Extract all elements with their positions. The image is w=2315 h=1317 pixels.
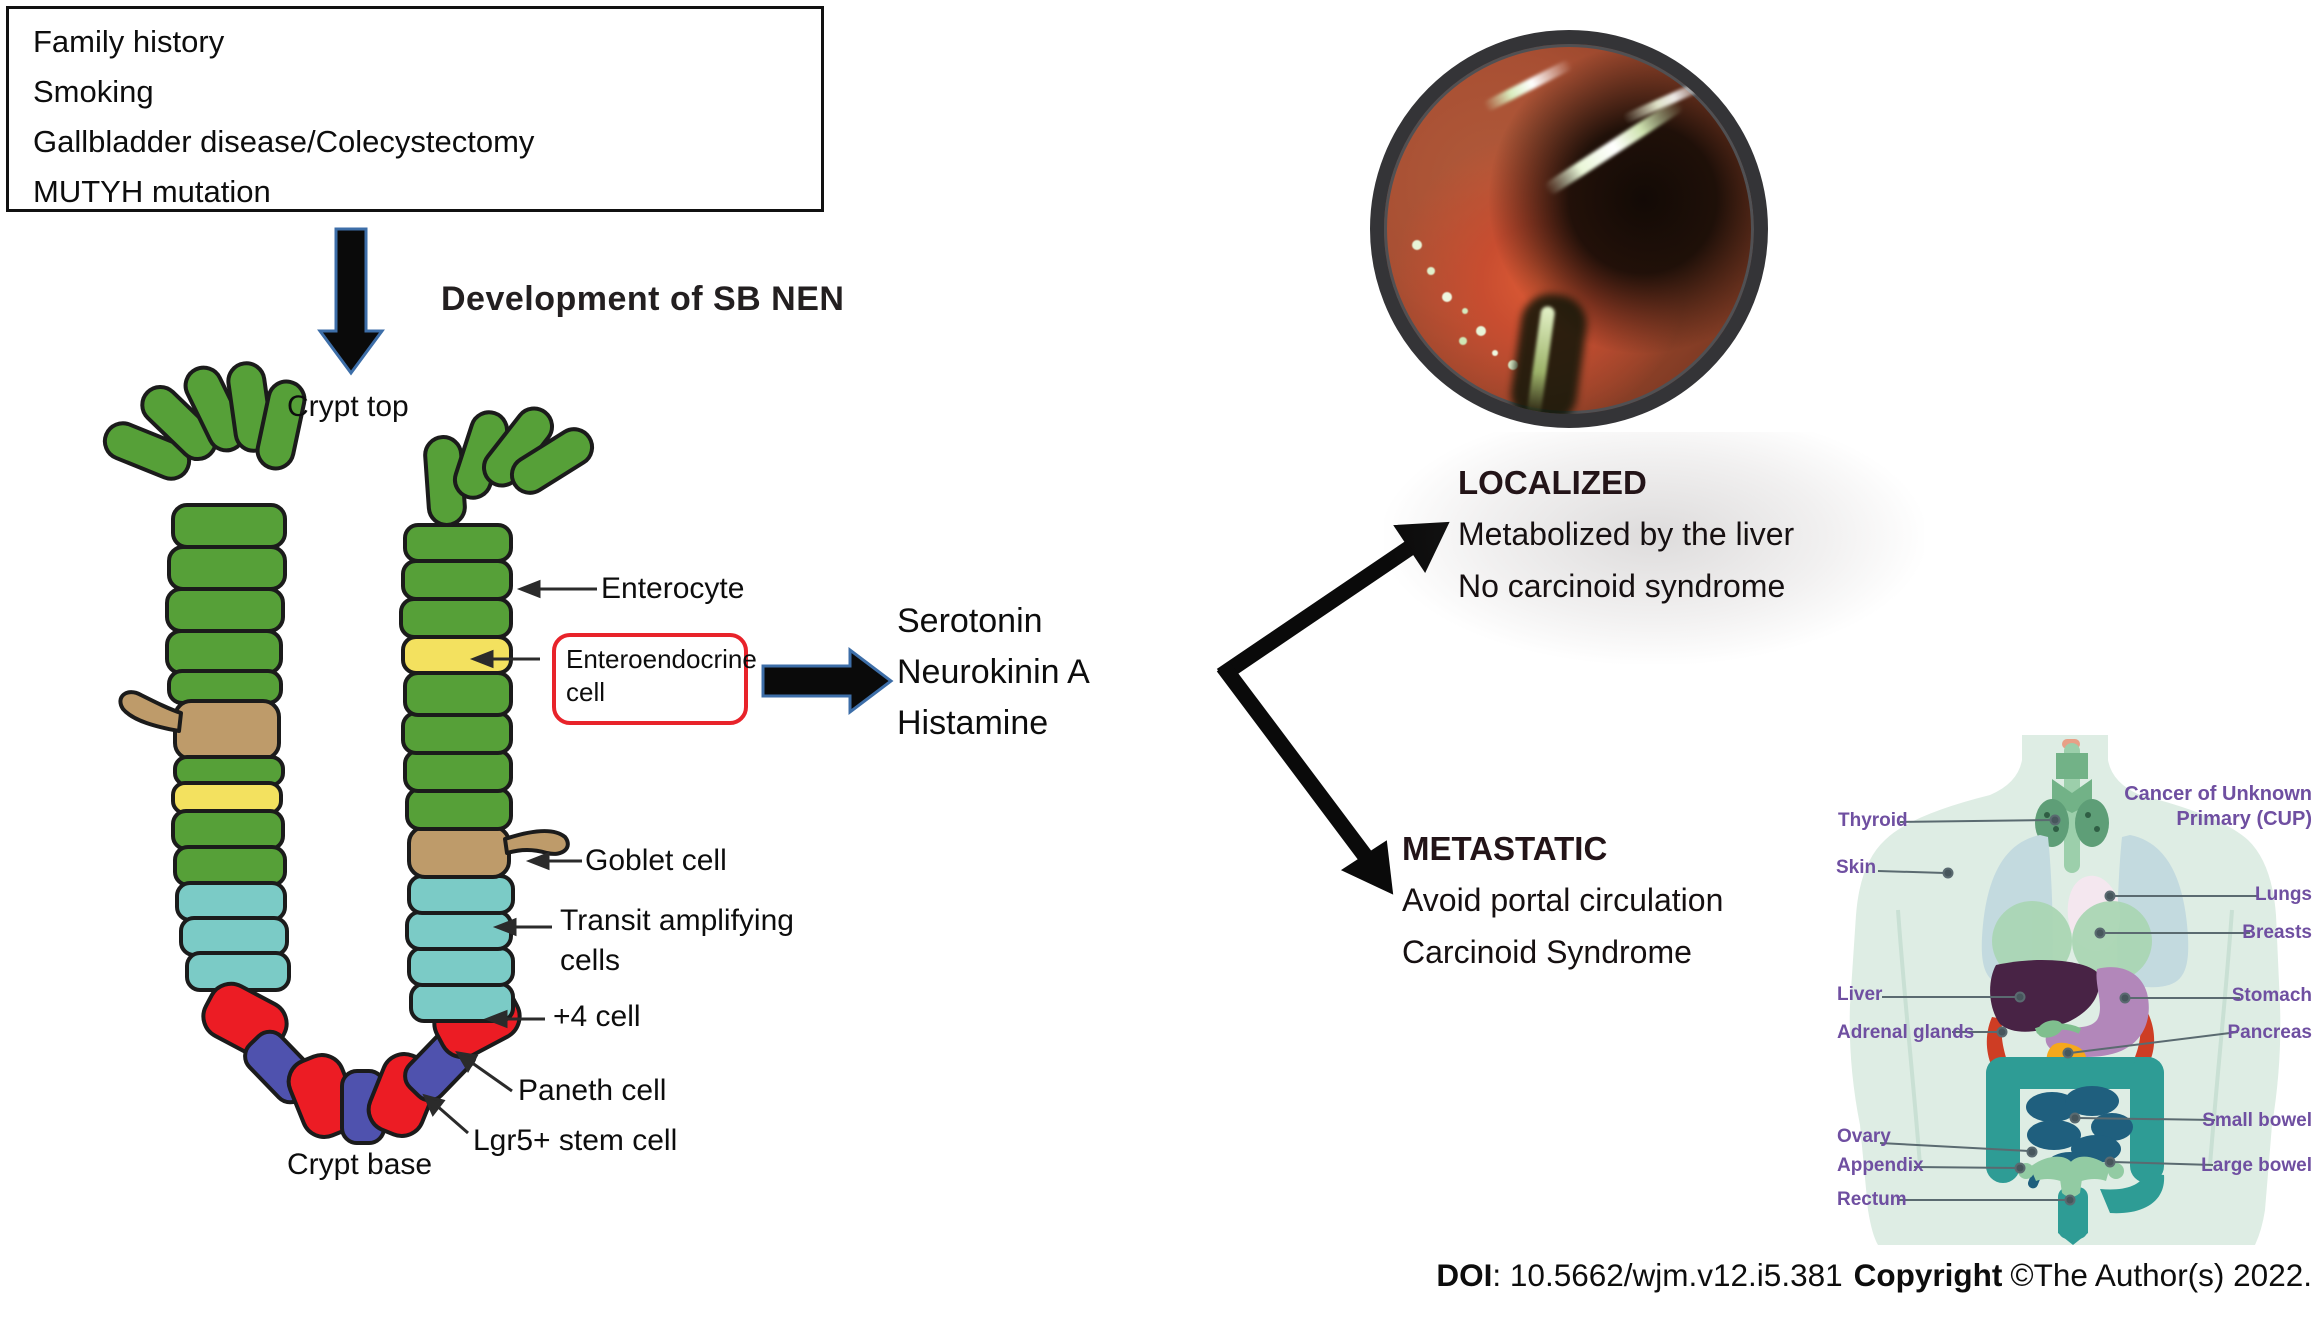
body-label-pancreas: Pancreas	[2227, 1022, 2312, 1043]
risk-factor-line: Family history	[33, 24, 225, 59]
body-label-adrenal: Adrenal glands	[1837, 1022, 1975, 1043]
crypt-base-cells	[201, 980, 522, 1145]
body-label-large-bowel: Large bowel	[2201, 1155, 2312, 1176]
goblet-cell-right	[407, 825, 570, 879]
endoscopy-glare	[1543, 97, 1685, 197]
risk-factors-box: Family history Smoking Gallbladder disea…	[6, 6, 824, 212]
crypt-right-arm	[399, 523, 570, 1023]
crypt-base-label: Crypt base	[287, 1148, 433, 1181]
doi-copyright-line: DOI: 10.5662/wjm.v12.i5.381 Copyright©The…	[1436, 1257, 2312, 1294]
thyroid-organ	[2035, 743, 2109, 873]
cup-title-line1: Cancer of Unknown	[2124, 783, 2312, 805]
cup-title-line2: Primary (CUP)	[2176, 808, 2312, 830]
down-arrow	[317, 227, 385, 376]
uterus-ovaries-organ	[2018, 1156, 2124, 1197]
enterocyte-cells-left-fan	[102, 361, 307, 481]
transit-amplifying-label: Transit amplifying cells	[560, 904, 794, 977]
doi-label: DOI	[1436, 1257, 1493, 1293]
body-label-skin: Skin	[1836, 857, 1877, 878]
body-label-rectum: Rectum	[1837, 1189, 1907, 1210]
endoscopy-glare	[1482, 58, 1574, 113]
hormone-item: Serotonin	[897, 602, 1043, 640]
risk-factor-line: Gallbladder disease/Colecystectomy	[33, 124, 535, 159]
doi-value: : 10.5662/wjm.v12.i5.381	[1492, 1257, 1843, 1293]
body-label-ovary: Ovary	[1837, 1126, 1891, 1147]
enteroendocrine-cell-right	[401, 635, 513, 675]
metastatic-title: METASTATIC	[1402, 830, 1608, 867]
arm-torso-crease-left	[1896, 909, 1922, 1166]
localized-line: Metabolized by the liver	[1458, 516, 1795, 552]
risk-factor-line: Smoking	[33, 74, 154, 109]
body-label-liver: Liver	[1837, 984, 1883, 1005]
liver-organ	[1990, 960, 2100, 1032]
localized-halo	[1384, 432, 1924, 664]
copyright-value: ©The Author(s) 2022.	[2010, 1257, 2312, 1293]
risk-factor-line: MUTYH mutation	[33, 174, 271, 209]
hormone-list: Serotonin Neurokinin A Histamine	[897, 596, 1090, 749]
body-label-thyroid: Thyroid	[1838, 810, 1908, 831]
branch-arrows	[1216, 521, 1450, 895]
metastatic-block: METASTATIC Avoid portal circulation Carc…	[1402, 830, 1723, 978]
crypt-label-arrows	[422, 579, 597, 1135]
crypt-left-arm	[118, 503, 291, 992]
body-map-graphic	[1849, 735, 2281, 1245]
copyright-label: Copyright	[1853, 1257, 2003, 1293]
metastatic-line: Carcinoid Syndrome	[1402, 934, 1692, 970]
localized-block: LOCALIZED Metabolized by the liver No ca…	[1458, 464, 1794, 612]
gallbladder-duct	[2034, 1020, 2082, 1038]
paneth-label: Paneth cell	[518, 1074, 667, 1107]
body-label-small-bowel: Small bowel	[2202, 1110, 2312, 1131]
enterocyte-label: Enterocyte	[601, 572, 745, 605]
enteroendocrine-cell-left	[171, 781, 283, 815]
enterocyte-cells-right-fan	[423, 406, 595, 527]
lgr5-label: Lgr5+ stem cell	[473, 1124, 678, 1157]
body-label-breasts: Breasts	[2242, 922, 2312, 943]
endoscopy-bubbles	[1412, 240, 1422, 250]
enteroendocrine-label-box: Enteroendocrine cell	[552, 633, 757, 725]
crypt-diagram	[102, 361, 595, 1145]
large-bowel-organ	[1986, 1057, 2165, 1245]
metastatic-line: Avoid portal circulation	[1402, 882, 1724, 918]
right-arrow	[761, 646, 894, 716]
adrenal-glands-organ	[1986, 1013, 2155, 1069]
crypt-top-label: Crypt top	[287, 390, 409, 423]
body-label-lungs: Lungs	[2255, 884, 2312, 905]
goblet-label: Goblet cell	[585, 844, 727, 877]
localized-title: LOCALIZED	[1458, 464, 1647, 501]
hormone-item: Neurokinin A	[897, 653, 1090, 691]
goblet-cell-left	[118, 690, 281, 761]
hormone-item: Histamine	[897, 704, 1049, 742]
body-map-leader-lines	[1877, 814, 2258, 1206]
cup-title: Cancer of Unknown Primary (CUP)	[2072, 782, 2312, 832]
body-label-appendix: Appendix	[1837, 1155, 1924, 1176]
localized-line: No carcinoid syndrome	[1458, 568, 1786, 604]
development-title: Development of SB NEN	[441, 280, 845, 318]
plus4-label: +4 cell	[553, 1000, 641, 1033]
endoscopy-image	[1370, 30, 1768, 428]
body-label-stomach: Stomach	[2231, 985, 2312, 1006]
arm-torso-crease-right	[2208, 909, 2234, 1166]
stomach-organ	[2045, 967, 2149, 1058]
